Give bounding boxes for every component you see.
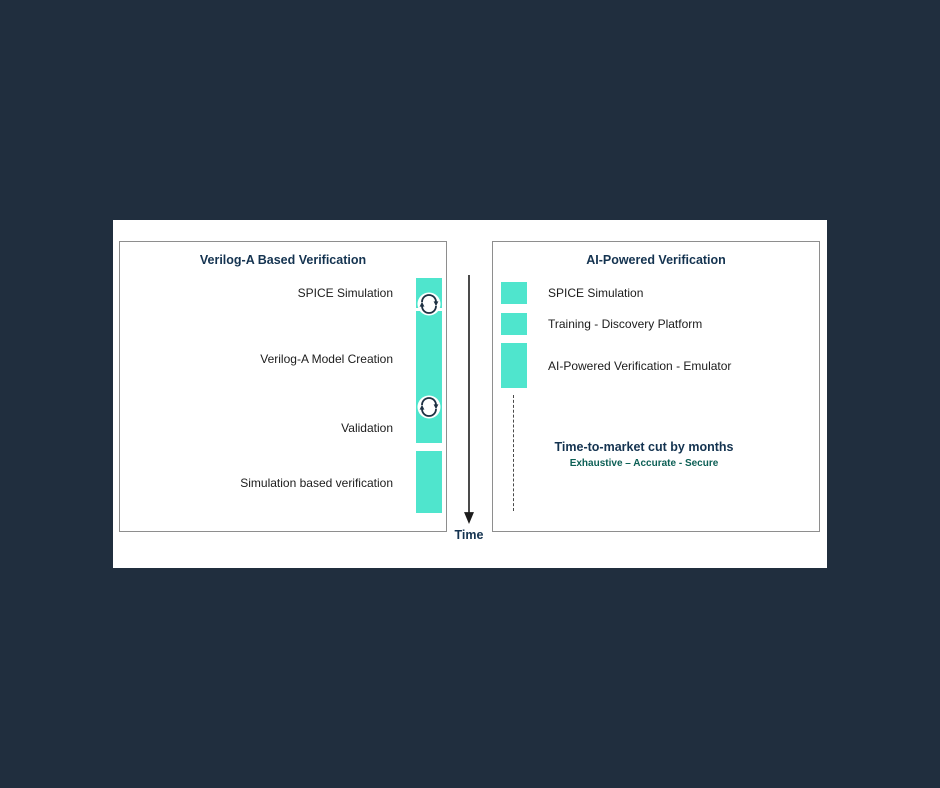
duration-bar-training-discovery <box>501 313 527 335</box>
step-label-validation: Validation <box>341 421 393 435</box>
step-label-training-discovery-platform: Training - Discovery Platform <box>548 317 703 331</box>
verilog-a-panel-title: Verilog-A Based Verification <box>199 253 367 267</box>
duration-bar-spice-simulation <box>501 282 527 304</box>
time-axis-label: Time <box>454 528 484 542</box>
duration-bar-ai-verification-emulator <box>501 343 527 388</box>
step-label-verilog-a-model-creation: Verilog-A Model Creation <box>260 352 393 366</box>
diagram-canvas: Verilog-A Based Verification SPICE Simul… <box>113 220 827 568</box>
duration-bar-model-creation-validation <box>416 311 442 443</box>
benefit-subtitle: Exhaustive – Accurate - Secure <box>569 458 719 469</box>
verilog-a-panel: Verilog-A Based Verification SPICE Simul… <box>119 241 447 532</box>
down-arrow-icon <box>464 275 474 525</box>
iteration-loop-icon <box>417 395 441 419</box>
step-label-spice-simulation: SPICE Simulation <box>548 286 644 300</box>
benefit-title: Time-to-market cut by months <box>554 440 734 454</box>
time-axis: Time <box>453 275 485 542</box>
ai-powered-panel-title: AI-Powered Verification <box>586 253 726 267</box>
step-label-simulation-based-verification: Simulation based verification <box>240 476 393 490</box>
step-label-ai-powered-verification-emulator: AI-Powered Verification - Emulator <box>548 359 732 373</box>
step-label-spice-simulation: SPICE Simulation <box>297 286 393 300</box>
time-saved-dashed-line <box>513 395 514 511</box>
ai-powered-panel: AI-Powered Verification SPICE Simulation… <box>492 241 820 532</box>
benefit-callout: Time-to-market cut by months Exhaustive … <box>509 440 779 469</box>
duration-bar-simulation-based-verification <box>416 451 442 513</box>
iteration-loop-icon <box>417 292 441 316</box>
